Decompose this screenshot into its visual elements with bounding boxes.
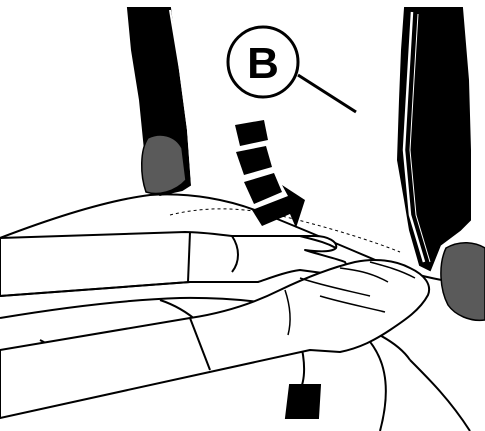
curved-arrow-down-right-icon — [235, 120, 305, 228]
callout-b: B — [228, 27, 356, 112]
callout-label: B — [247, 39, 279, 88]
callout-leader-line — [298, 75, 356, 112]
left-backrest — [128, 8, 192, 195]
